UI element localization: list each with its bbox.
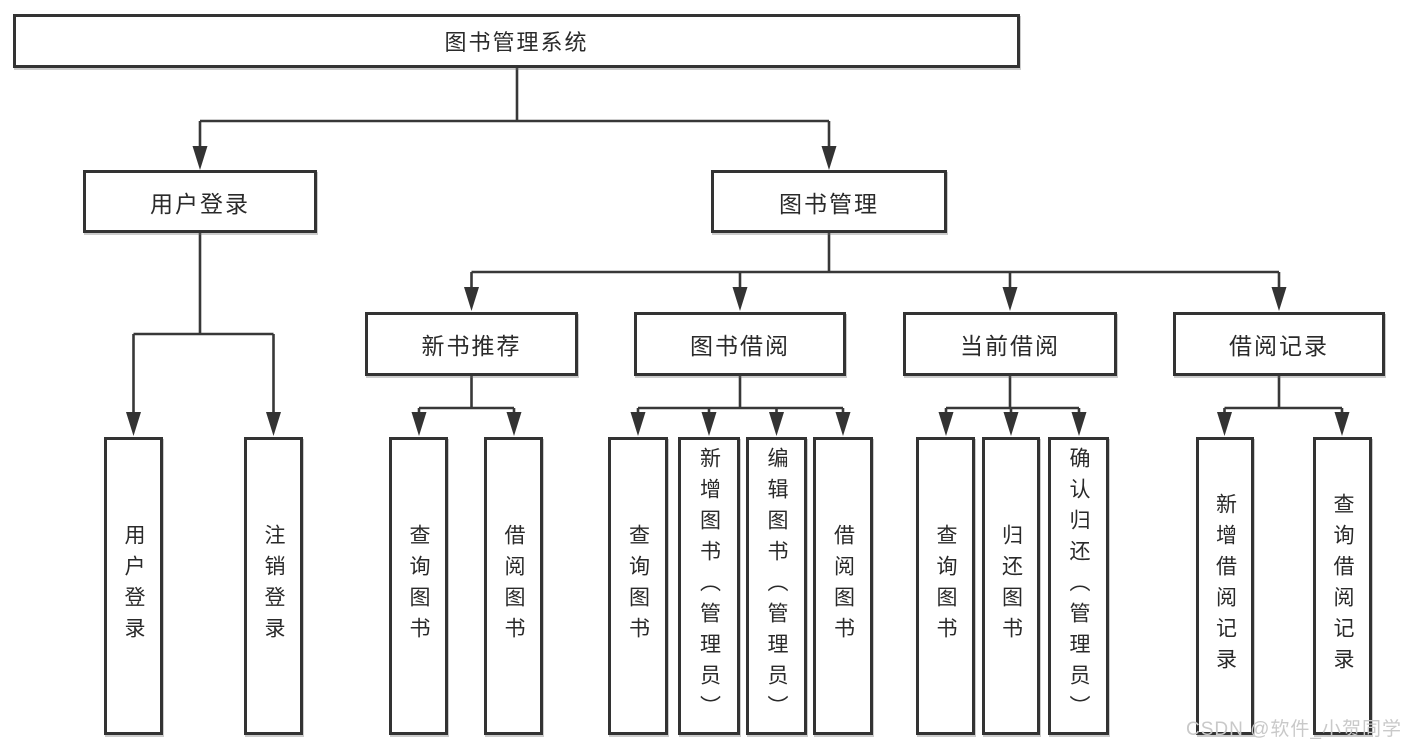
leaf-logout-label: 注销登录 [262, 524, 285, 648]
connector-root-to-level2 [192, 68, 837, 170]
node-new-book-recommendation: 新书推荐 [365, 312, 578, 376]
leaf-logout: 注销登录 [244, 437, 303, 735]
leaf-current-confirm-return-admin-label: 确认归还（管理员） [1067, 446, 1090, 726]
node-root-label: 图书管理系统 [444, 30, 589, 55]
leaf-user-login-label: 用户登录 [122, 524, 145, 648]
leaf-borrow-borrow-books-label: 借阅图书 [831, 524, 855, 648]
connector-user-login-branch [126, 233, 281, 436]
node-new-book-recommendation-label: 新书推荐 [421, 333, 522, 359]
leaf-borrow-query-books-label: 查询图书 [626, 524, 650, 648]
leaf-borrow-edit-books-admin: 编辑图书（管理员） [746, 437, 807, 735]
leaf-records-query-borrow-record: 查询借阅记录 [1313, 437, 1372, 735]
leaf-recommend-borrow-books-label: 借阅图书 [502, 524, 525, 648]
connector-book-management-branch [464, 232, 1287, 311]
leaf-current-return-books-label: 归还图书 [999, 524, 1023, 648]
leaf-borrow-borrow-books: 借阅图书 [813, 437, 873, 735]
csdn-watermark: CSDN @软件_小贺同学 [1186, 719, 1402, 740]
leaf-recommend-borrow-books: 借阅图书 [484, 437, 543, 735]
node-borrowing-records: 借阅记录 [1173, 312, 1385, 376]
node-current-borrowing-label: 当前借阅 [960, 333, 1060, 359]
leaf-borrow-query-books: 查询图书 [608, 437, 668, 735]
leaf-recommend-query-books-label: 查询图书 [407, 524, 430, 648]
node-user-login-label: 用户登录 [150, 190, 250, 217]
leaf-current-query-books-label: 查询图书 [934, 524, 957, 648]
connector-current-borrowing-branch [938, 376, 1087, 436]
leaf-current-confirm-return-admin: 确认归还（管理员） [1048, 437, 1109, 735]
connector-new-book-recommendation-branch [411, 376, 522, 436]
leaf-user-login: 用户登录 [104, 437, 163, 735]
node-root: 图书管理系统 [13, 14, 1020, 68]
leaf-records-add-borrow-record: 新增借阅记录 [1196, 437, 1254, 735]
node-book-borrowing: 图书借阅 [634, 312, 846, 376]
node-borrowing-records-label: 借阅记录 [1229, 333, 1329, 359]
leaf-borrow-add-books-admin-label: 新增图书（管理员） [697, 446, 721, 726]
leaf-recommend-query-books: 查询图书 [389, 437, 448, 735]
node-current-borrowing: 当前借阅 [903, 312, 1117, 376]
node-book-borrowing-label: 图书借阅 [690, 333, 790, 359]
node-user-login: 用户登录 [83, 170, 317, 233]
leaf-borrow-add-books-admin: 新增图书（管理员） [678, 437, 740, 735]
leaf-records-query-borrow-record-label: 查询借阅记录 [1331, 493, 1354, 679]
leaf-borrow-edit-books-admin-label: 编辑图书（管理员） [765, 446, 788, 726]
leaf-records-add-borrow-record-label: 新增借阅记录 [1213, 493, 1237, 679]
leaf-current-return-books: 归还图书 [982, 437, 1040, 735]
leaf-current-query-books: 查询图书 [916, 437, 975, 735]
node-book-management: 图书管理 [711, 170, 947, 233]
connector-book-borrowing-branch [630, 376, 851, 436]
node-book-management-label: 图书管理 [779, 190, 879, 217]
connector-borrowing-records-branch [1217, 376, 1350, 436]
